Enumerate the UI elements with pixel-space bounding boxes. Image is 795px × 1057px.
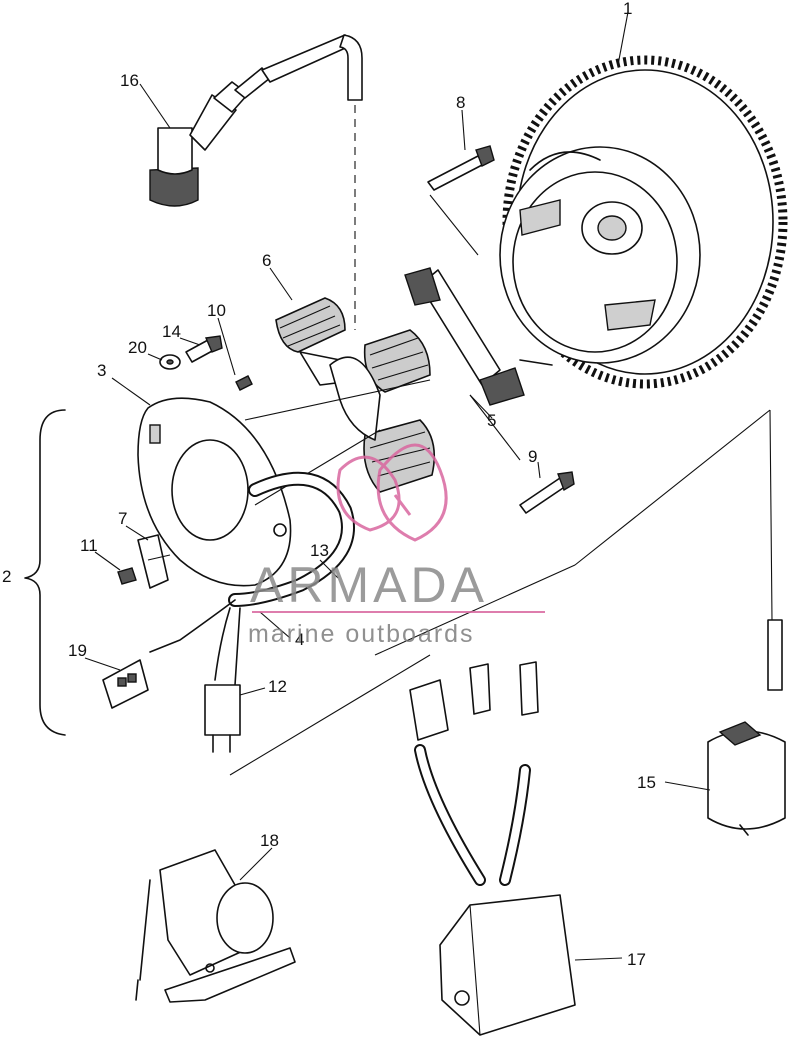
callout-9: 9: [528, 447, 537, 466]
callout-19: 19: [68, 641, 87, 660]
flywheel: [499, 55, 788, 389]
callout-2: 2: [2, 567, 11, 586]
cdi-module-17: [409, 661, 576, 1036]
callout-7: 7: [118, 509, 127, 528]
screw-14: [185, 335, 223, 363]
callout-6: 6: [262, 251, 271, 270]
stator-plate-3: [137, 379, 431, 587]
wire-harness: [149, 471, 355, 686]
assembly-leader-lines: [229, 409, 773, 776]
stator-coils: [329, 329, 436, 493]
washer-20: [159, 354, 181, 370]
callout-3: 3: [97, 361, 106, 380]
screw-10: [235, 375, 253, 391]
callout-10: 10: [207, 301, 226, 320]
watermark-tagline: marine outboards: [248, 620, 475, 648]
callout-15: 15: [637, 773, 656, 792]
callout-12: 12: [268, 677, 287, 696]
callout-20: 20: [128, 338, 147, 357]
spark-plug-cap: [149, 34, 363, 330]
connector-12: [204, 684, 241, 753]
relay-18: [135, 849, 296, 1003]
callout-5: 5: [487, 411, 496, 430]
callout-11: 11: [80, 536, 98, 555]
watermark-brand: ARMADA: [250, 557, 488, 613]
ignition-coil-15: [707, 619, 786, 836]
callout-14: 14: [162, 322, 181, 341]
watermark-logo-icon: [336, 443, 448, 542]
callout-18: 18: [260, 831, 279, 850]
callout-4: 4: [295, 630, 304, 649]
callout-17: 17: [627, 950, 646, 969]
coil-assembly-5: [404, 267, 553, 461]
callout-8: 8: [456, 93, 465, 112]
callout-16: 16: [120, 71, 139, 90]
screw-11: [117, 567, 137, 585]
watermark: ARMADA marine outboards: [248, 443, 545, 648]
screw-8: [427, 145, 495, 256]
connector-19: [102, 659, 149, 709]
callout-labels: 1 2 3 4 5 6 7 8 9 10 11 12 13 14 15 16 1…: [2, 0, 656, 969]
callout-1: 1: [623, 0, 632, 18]
callout-leaders: [84, 11, 711, 961]
bracket-2: [24, 409, 66, 736]
screw-9: [519, 471, 575, 514]
callout-13: 13: [310, 541, 329, 560]
clip-7: [137, 534, 171, 589]
